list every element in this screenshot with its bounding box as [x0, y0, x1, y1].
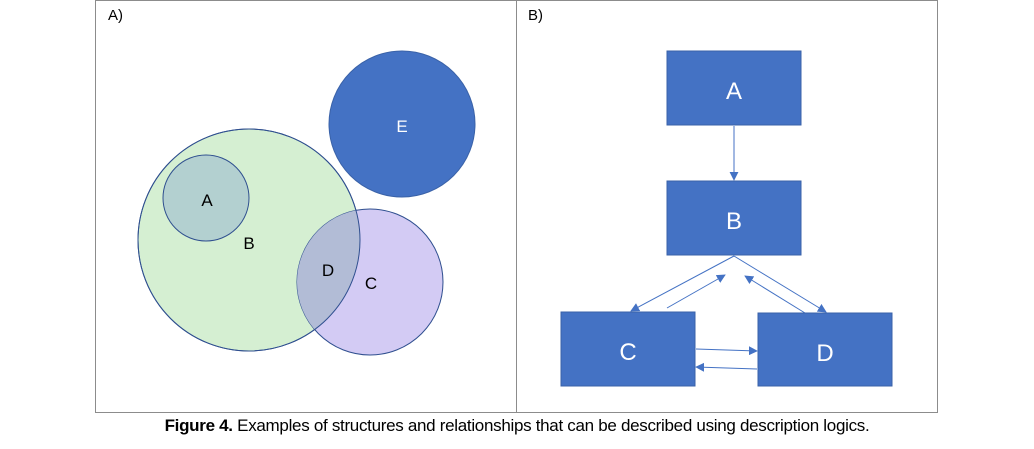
circle-e-label: E: [396, 117, 407, 136]
figure-caption-label: Figure 4.: [164, 416, 233, 435]
circle-e: [328, 50, 476, 198]
node-b-box: [666, 180, 802, 256]
circle-a: [162, 154, 250, 242]
node-b: B: [666, 180, 802, 256]
figure-caption: Figure 4. Examples of structures and rel…: [0, 416, 1034, 436]
node-d: D: [757, 312, 893, 387]
figure-caption-text: Examples of structures and relationships…: [232, 416, 870, 435]
edge-c-to-d: [695, 346, 758, 356]
venn-diagram: A B D C E: [137, 50, 476, 356]
circle-c-label: C: [365, 274, 377, 293]
circle-b-outline: [137, 128, 361, 352]
panel-b-label: B): [528, 7, 543, 24]
panel-a-label: A): [108, 7, 123, 24]
edge-d-to-c: [695, 362, 758, 372]
node-c-box: [560, 311, 696, 387]
node-d-label: D: [816, 340, 833, 367]
graph-diagram: A B C D: [560, 50, 893, 387]
circle-b-label: B: [243, 234, 254, 253]
region-d-label: D: [322, 261, 334, 280]
node-a-label: A: [726, 78, 742, 105]
circle-a-label: A: [201, 191, 213, 210]
edge-d-to-b: [744, 275, 806, 314]
node-a: A: [666, 50, 802, 126]
edge-b-to-d: [733, 255, 827, 313]
node-c: C: [560, 311, 696, 387]
node-a-box: [666, 50, 802, 126]
edge-b-to-c: [630, 255, 735, 312]
node-c-label: C: [619, 339, 636, 366]
node-d-box: [757, 312, 893, 387]
edge-c-to-b: [666, 274, 726, 309]
node-b-label: B: [726, 208, 742, 235]
